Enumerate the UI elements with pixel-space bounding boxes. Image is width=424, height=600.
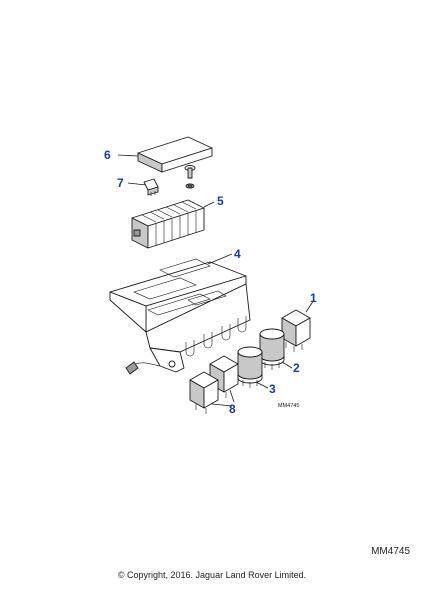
callout-1: 1 — [310, 291, 317, 305]
callout-3: 3 — [269, 382, 276, 396]
callout-8: 8 — [229, 402, 236, 416]
diagram-code: MM4745 — [371, 546, 410, 557]
relay-pair — [189, 355, 239, 414]
drawing-reference: MM4745 — [278, 403, 299, 409]
fuse — [143, 178, 159, 196]
callout-2: 2 — [293, 361, 300, 375]
callout-7: 7 — [117, 176, 124, 190]
callout-5: 5 — [217, 194, 224, 208]
relay-round-lower — [237, 346, 263, 388]
fuse-block — [131, 199, 205, 249]
screw-and-washer — [184, 165, 196, 189]
callout-4: 4 — [234, 247, 241, 261]
mounting-bracket — [109, 258, 251, 373]
callout-6: 6 — [104, 148, 111, 162]
relay-square — [281, 309, 311, 352]
copyright-notice: © Copyright, 2016. Jaguar Land Rover Lim… — [117, 570, 307, 580]
wire-lead — [125, 361, 161, 375]
fuse-box-cover — [137, 136, 213, 173]
relay-round-upper — [259, 328, 285, 370]
